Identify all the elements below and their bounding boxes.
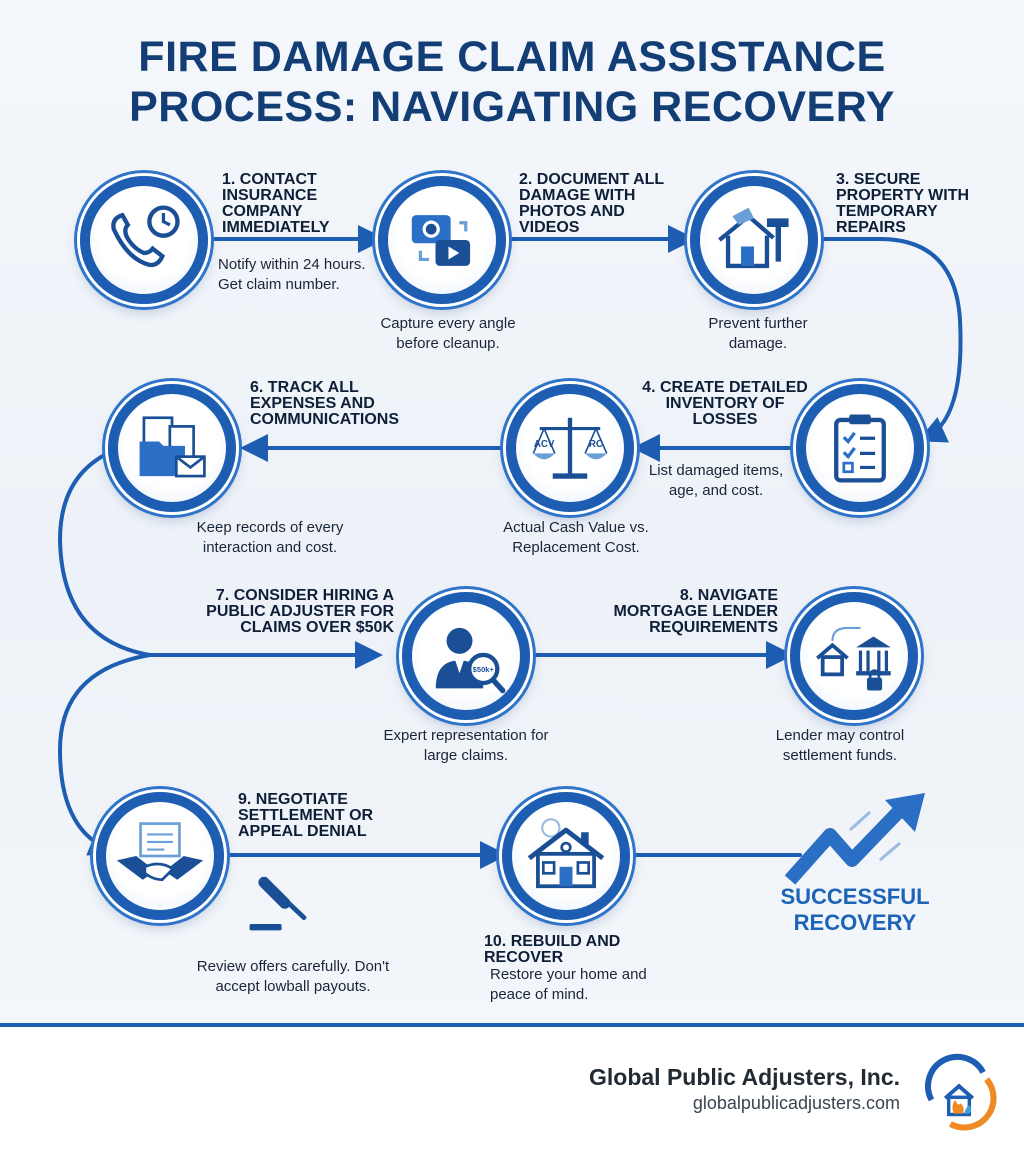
step-7-description: Expert representation for large claims. <box>383 727 549 764</box>
step-7-circle: $50k+ <box>402 592 530 720</box>
step-1-circle <box>80 176 208 304</box>
step-2-heading: 2. DOCUMENT ALL DAMAGE WITH PHOTOS AND V… <box>519 171 664 236</box>
step-9-description: Review offers carefully. Don't accept lo… <box>196 958 390 995</box>
step-2-circle <box>378 176 506 304</box>
success-line-2: RECOVERY <box>793 910 917 935</box>
step-6-heading: 6. TRACK ALL EXPENSES AND COMMUNICATIONS <box>250 379 400 428</box>
house-hammer-icon <box>718 207 789 269</box>
scale-right-label: RC <box>589 439 603 450</box>
step-7-heading: 7. CONSIDER HIRING A PUBLIC ADJUSTER FOR… <box>206 587 394 636</box>
step-5-circle: ACV RC <box>506 384 634 512</box>
connector-3-4 <box>808 237 963 443</box>
rising-arrow-icon <box>784 793 925 885</box>
step-5-description: Actual Cash Value vs. Replacement Cost. <box>503 519 649 556</box>
step-10-circle <box>502 792 630 920</box>
success-label: SUCCESSFUL RECOVERY <box>770 884 940 936</box>
step-8-description: Lender may control settlement funds. <box>775 727 905 764</box>
step-1-heading: 1. CONTACT INSURANCE COMPANY IMMEDIATELY <box>222 171 330 236</box>
step-6-circle <box>108 384 236 512</box>
step-10-description: Restore your home and peace of mind. <box>490 966 647 1003</box>
company-website: globalpublicadjusters.com <box>692 1093 900 1113</box>
step-2-description: Capture every angle before cleanup. <box>380 315 516 352</box>
step-3-description: Prevent further damage. <box>708 315 808 352</box>
step-4-description: List damaged items, age, and cost. <box>648 462 784 499</box>
handshake-icon <box>116 822 204 882</box>
step-9-heading: 9. NEGOTIATE SETTLEMENT OR APPEAL DENIAL <box>238 791 374 840</box>
step-10-heading: 10. REBUILD AND RECOVER <box>484 933 621 966</box>
step-8-heading: 8. NAVIGATE MORTGAGE LENDER REQUIREMENTS <box>613 587 778 636</box>
step-6-description: Keep records of every interaction and co… <box>196 519 344 556</box>
connector-7-9 <box>57 653 152 856</box>
step-3-heading: 3. SECURE PROPERTY WITH TEMPORARY REPAIR… <box>836 171 970 236</box>
step-8-circle <box>790 592 918 720</box>
company-name: Global Public Adjusters, Inc. <box>589 1064 900 1090</box>
footer-divider <box>0 1023 1024 1027</box>
clipboard-checklist-icon <box>834 414 886 483</box>
scale-icon: ACV RC <box>532 417 608 479</box>
phone-clock-icon <box>111 205 180 268</box>
adjuster-magnifier-icon: $50k+ <box>435 627 506 694</box>
step-1-description: Notify within 24 hours. Get claim number… <box>218 256 366 293</box>
folder-documents-icon <box>139 416 206 478</box>
success-line-1: SUCCESSFUL <box>780 884 930 909</box>
new-house-icon <box>527 818 605 889</box>
house-bank-lock-icon <box>816 626 891 691</box>
step-9-circle <box>96 792 224 920</box>
company-logo-icon <box>924 1053 997 1131</box>
camera-video-icon <box>411 215 471 266</box>
connector-6-7 <box>57 446 383 669</box>
step-3-circle <box>690 176 818 304</box>
gavel-icon <box>249 876 307 931</box>
flow-connectors <box>57 225 963 885</box>
scale-left-label: ACV <box>534 439 555 450</box>
step-4-circle <box>796 384 924 512</box>
magnifier-label: $50k+ <box>473 665 495 674</box>
page-title: FIRE DAMAGE CLAIM ASSISTANCE PROCESS: NA… <box>129 33 895 131</box>
step-4-heading: 4. CREATE DETAILED INVENTORY OF LOSSES <box>642 379 808 428</box>
